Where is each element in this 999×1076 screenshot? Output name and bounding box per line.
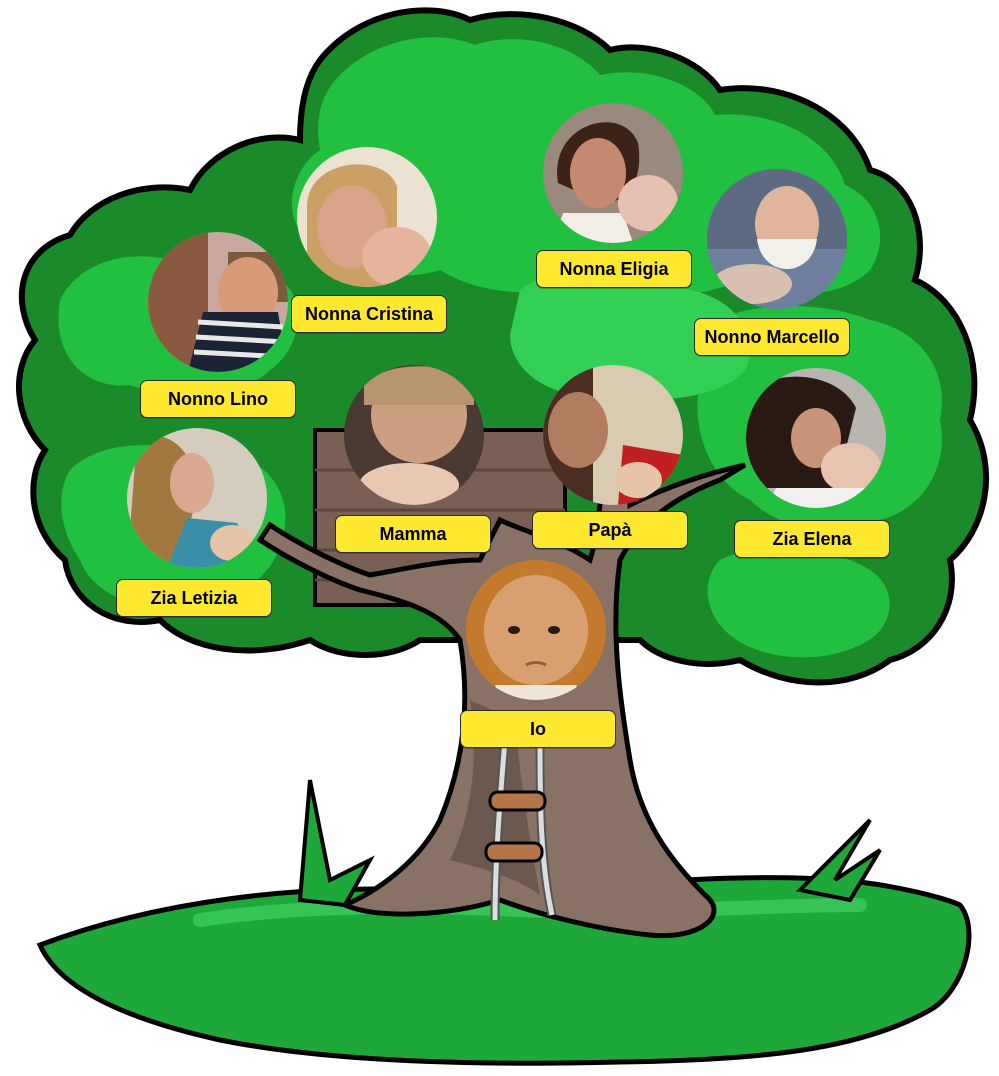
- photo-nonno-marcello: [707, 169, 847, 309]
- photo-nonno-lino: [148, 232, 288, 372]
- photo-papa: [543, 365, 683, 505]
- grass-tuft-left: [297, 779, 375, 908]
- label-nonna-cristina: Nonna Cristina: [291, 295, 447, 333]
- photo-nonna-cristina: [297, 147, 437, 287]
- label-nonno-lino: Nonno Lino: [140, 380, 296, 418]
- grass-tuft-right: [795, 818, 882, 903]
- label-nonna-eligia: Nonna Eligia: [536, 250, 692, 288]
- label-io: Io: [460, 710, 616, 748]
- canopy-bright-center: [510, 269, 750, 400]
- ground-highlight: [193, 898, 867, 927]
- label-papa: Papà: [532, 511, 688, 549]
- label-mamma: Mamma: [335, 515, 491, 553]
- ladder: [484, 739, 557, 921]
- label-zia-elena: Zia Elena: [734, 520, 890, 558]
- canopy-light-bottom-right: [707, 547, 890, 658]
- label-nonno-marcello: Nonno Marcello: [694, 318, 850, 356]
- photo-io: [466, 560, 606, 700]
- photo-zia-letizia: [127, 428, 267, 568]
- label-zia-letizia: Zia Letizia: [116, 579, 272, 617]
- photo-zia-elena: [746, 368, 886, 508]
- photo-mamma: [344, 365, 484, 505]
- photo-nonna-eligia: [543, 103, 683, 243]
